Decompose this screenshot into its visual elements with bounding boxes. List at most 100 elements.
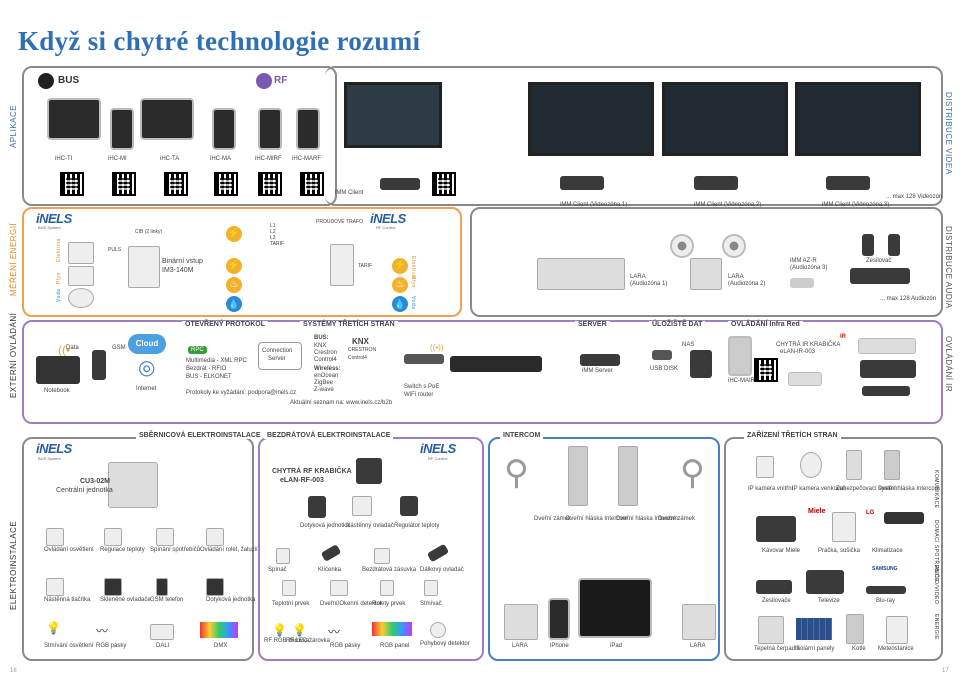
network-panel — [22, 320, 943, 424]
energy-item-2: Kotle — [852, 646, 866, 652]
bus-item-10: DALI — [156, 643, 170, 649]
appliance-2: Klimatizace — [872, 548, 903, 554]
comm-item-0: IP kamera vnitřní — [748, 486, 794, 492]
qr-code — [60, 172, 84, 196]
rf-box-label: CHYTRÁ RF KRABIČKA — [272, 468, 352, 475]
led-bulb-icon: 💡 — [292, 623, 307, 637]
imm-server-label: iMM Server — [582, 368, 613, 374]
water-icon: 💧 — [226, 296, 242, 312]
security-system — [846, 450, 862, 480]
coffee-machine — [756, 516, 796, 542]
bus-item-2: Control4 — [314, 357, 337, 363]
rf-icon — [256, 73, 272, 89]
bus-install-logo: iNELS — [36, 441, 72, 456]
comm-item-1: IP kamera venkovní — [792, 486, 845, 492]
wifi-icon: ((• — [58, 343, 71, 357]
rgb-strip-icon: 〰 — [328, 625, 341, 639]
third-party-title: SYSTÉMY TŘETÍCH STRAN — [300, 321, 398, 328]
lara1-label: LARA — [630, 274, 646, 280]
notebook-label: Notebook — [44, 388, 70, 394]
phone-ihc-marf — [296, 108, 320, 150]
phone-ihc-mi — [110, 108, 134, 150]
video-client-label-2: iMM Client (Videozóna 2) — [694, 202, 762, 208]
av-item-1: Televize — [818, 598, 840, 604]
iphone — [548, 598, 570, 640]
rf-item-8: Dveřní/Okenní detektor — [320, 601, 383, 607]
dali-icon — [150, 624, 174, 640]
rf-item-9: Rolety prvek — [372, 601, 406, 607]
rf-door-icon — [330, 580, 348, 596]
line-tarif: TARIF — [270, 241, 285, 247]
ip-camera-outdoor — [800, 452, 822, 478]
speaker-icon — [862, 234, 874, 256]
wifi-icon: ((•)) — [430, 343, 444, 352]
intercom-client-2: iPad — [610, 643, 623, 649]
bus-item-icon — [156, 528, 174, 546]
rf-item-15: Pohybový detektor — [420, 641, 470, 647]
bus-item-1: Regulace teploty — [100, 547, 145, 553]
rf-blind-icon — [380, 580, 394, 596]
brand-samsung: SAMSUNG — [872, 566, 898, 572]
bus-item-2: Spínání spotřebičů — [150, 547, 201, 553]
rf-item-7: Teplotní prvek — [272, 601, 310, 607]
side-label-elektroinstalace: ELEKTROINSTALACE — [9, 520, 18, 610]
phone-ihc-ma — [212, 108, 236, 150]
bus-install-title: SBĚRNICOVÁ ELEKTROINSTALACE — [136, 432, 264, 439]
energy-source-0: Elektrina — [56, 238, 62, 262]
inels-bus-logo: iNELS — [36, 211, 72, 226]
imm-client-box — [380, 178, 420, 190]
rf-item-10: Stmívač — [420, 601, 442, 607]
audio-max-label: ... max 128 Audiozón — [880, 296, 937, 302]
video-client-label-3: iMM Client (Videozóna 3) — [822, 202, 890, 208]
inels-bus-sub: BUS System — [38, 225, 61, 230]
globe-icon: ◎ — [138, 357, 156, 379]
lara-audio-2 — [690, 258, 722, 290]
prudove-trafo-label: PROUDOVÉ TRAFO — [316, 219, 363, 225]
internet-label: Internet — [136, 386, 157, 392]
lara2-sub: (Audiozóna 2) — [728, 281, 766, 287]
wireless-item-0: enOcean — [314, 373, 339, 379]
ir-title: OVLÁDÁNÍ Infra Red — [728, 321, 803, 328]
wireless-item-1: ZigBee — [314, 380, 334, 386]
tarif-label: TARIF — [358, 263, 373, 269]
brand-lg: LG — [866, 510, 875, 516]
motion-detector-icon — [430, 622, 446, 638]
central-unit — [108, 462, 158, 508]
list-note: Aktuální seznam na: www.inels.cz/b2b — [290, 400, 393, 406]
tv-screen-3 — [795, 82, 921, 156]
intercom-client-3: LARA — [690, 643, 706, 649]
side-label-distribuce-audia: DISTRIBUCE AUDIA — [944, 226, 953, 309]
line-l3: L3 — [270, 235, 276, 241]
rf-box-model: eLAN-RF-003 — [280, 477, 324, 484]
switch-label: Switch s PoE — [404, 384, 440, 390]
rgb-bulb-icon: 💡 — [272, 623, 287, 637]
tablet-ihc-ti — [47, 98, 101, 140]
rf-item-0: Dotyková jednotka — [300, 523, 350, 529]
washing-machine — [832, 512, 856, 542]
intercom-item-1: Dveřní hláska Intercom — [566, 516, 628, 522]
rf-box-device — [356, 458, 382, 484]
intercom-panel — [488, 437, 720, 661]
storage-title: ÚLOŽIŠTĚ DAT — [649, 321, 706, 328]
qr-code — [754, 358, 778, 382]
bus-item-icon — [206, 578, 224, 596]
qr-code — [432, 172, 456, 196]
rgb-strip-icon: 〰 — [96, 624, 109, 638]
wireless-install-logo: iNELS — [420, 441, 456, 456]
video-client-box-1 — [560, 176, 604, 190]
app-label-1: iHC-MI — [108, 156, 127, 162]
rf-switch-icon — [276, 548, 290, 564]
app-label-5: iHC-MARF — [292, 156, 321, 162]
energy-source-1: Plyn — [56, 272, 62, 284]
qr-code — [164, 172, 188, 196]
comm-item-3: Dveřní hláska Intercom — [878, 486, 940, 492]
mobile-phone — [92, 350, 106, 380]
rf-item-14: RGB panel — [380, 643, 410, 649]
meter-water — [68, 288, 94, 308]
connection-server-box — [258, 342, 302, 370]
qr-code — [300, 172, 324, 196]
side-label-audio-video: AUDIO/VIDEO — [933, 566, 939, 605]
rf-item-4: Klíčenka — [318, 567, 342, 573]
rf-thermostat — [400, 496, 418, 516]
gsm-label: GSM — [112, 345, 126, 351]
